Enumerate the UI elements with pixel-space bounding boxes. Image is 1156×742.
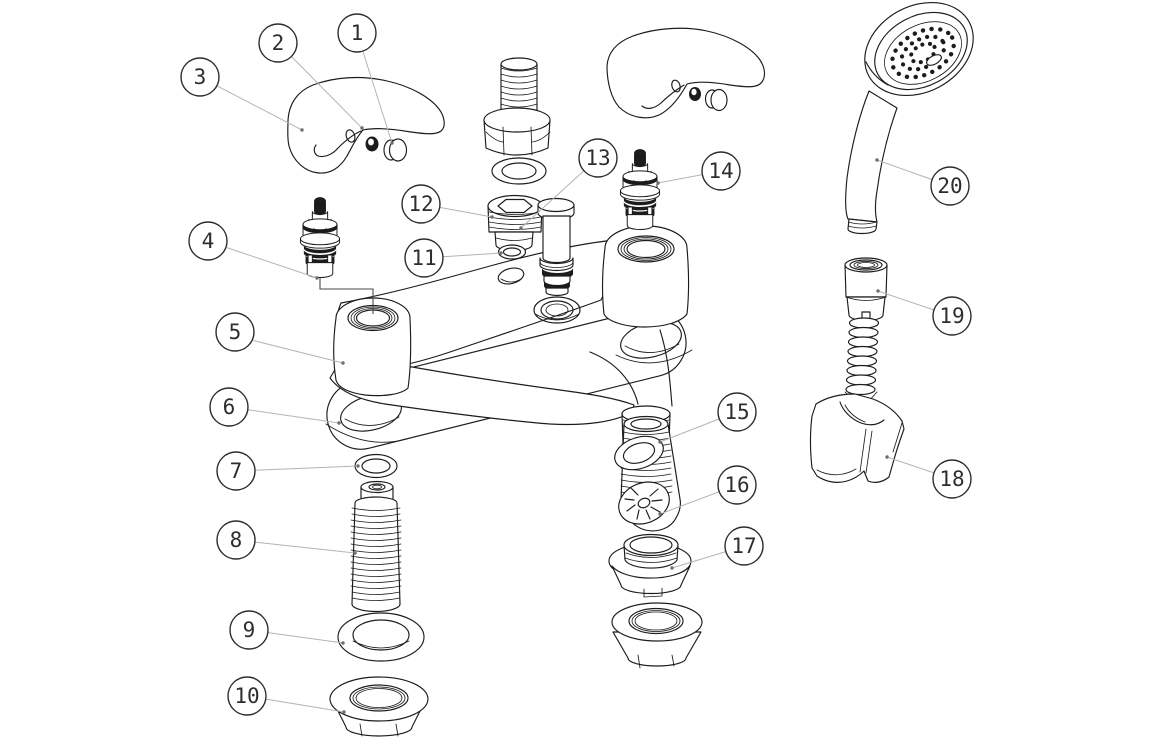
callout-1-label: 1 bbox=[351, 21, 364, 45]
callout-15: 15 bbox=[717, 392, 757, 432]
callout-14: 14 bbox=[701, 151, 741, 191]
callouts: 1 2 3 4 5 6 7 8 9 10 11 12 13 14 15 16 1… bbox=[180, 13, 972, 716]
callout-6: 6 bbox=[209, 387, 249, 427]
callout-19-label: 19 bbox=[939, 304, 964, 328]
callout-9: 9 bbox=[229, 610, 269, 650]
callout-10: 10 bbox=[227, 676, 267, 716]
callout-5: 5 bbox=[215, 312, 255, 352]
outlet-backnut bbox=[611, 602, 703, 669]
hex-socket-plug bbox=[487, 194, 543, 252]
callout-3-label: 3 bbox=[194, 65, 207, 89]
handle-cap-right bbox=[704, 88, 728, 112]
callout-9-label: 9 bbox=[243, 618, 256, 642]
handle-grub-screw-left bbox=[365, 136, 379, 152]
callout-13-label: 13 bbox=[585, 146, 610, 170]
shower-handset bbox=[845, 1, 974, 235]
shower-outlet-stud bbox=[483, 57, 551, 156]
callout-12: 12 bbox=[401, 184, 441, 224]
callout-4: 4 bbox=[188, 221, 228, 261]
left-handle bbox=[287, 76, 445, 174]
wall-bracket bbox=[809, 393, 905, 483]
callout-19: 19 bbox=[932, 296, 972, 336]
stud-washer bbox=[491, 157, 547, 185]
valve-cartridge-left bbox=[299, 196, 341, 278]
callout-15-label: 15 bbox=[724, 400, 749, 424]
callout-7-label: 7 bbox=[230, 459, 243, 483]
callout-14-label: 14 bbox=[708, 159, 733, 183]
callout-3: 3 bbox=[180, 57, 220, 97]
callout-12-label: 12 bbox=[408, 192, 433, 216]
callout-11-label: 11 bbox=[411, 246, 436, 270]
diverter-cartridge bbox=[537, 197, 575, 297]
flat-washer bbox=[337, 612, 425, 662]
inlet-tail bbox=[350, 480, 402, 613]
callout-8: 8 bbox=[216, 520, 256, 560]
callout-17-label: 17 bbox=[731, 534, 756, 558]
callout-18-label: 18 bbox=[939, 467, 964, 491]
callout-6-label: 6 bbox=[223, 395, 236, 419]
callout-16-label: 16 bbox=[724, 473, 749, 497]
callout-8-label: 8 bbox=[230, 528, 243, 552]
callout-16: 16 bbox=[717, 465, 757, 505]
callout-1: 1 bbox=[337, 13, 377, 53]
leader-lines bbox=[216, 50, 935, 714]
callout-2: 2 bbox=[258, 23, 298, 63]
callout-13: 13 bbox=[578, 138, 618, 178]
small-o-ring bbox=[497, 244, 527, 260]
tail-o-ring bbox=[354, 453, 398, 479]
callout-10-label: 10 bbox=[234, 684, 259, 708]
callout-5-label: 5 bbox=[229, 320, 242, 344]
callout-18: 18 bbox=[932, 459, 972, 499]
callout-20: 20 bbox=[930, 166, 970, 206]
callout-17: 17 bbox=[724, 526, 764, 566]
outlet-slip-washer bbox=[614, 435, 664, 471]
callout-4-label: 4 bbox=[202, 229, 215, 253]
valve-cartridge-right bbox=[619, 148, 661, 230]
right-handle bbox=[606, 27, 766, 119]
backnut bbox=[329, 676, 429, 737]
shower-hose bbox=[844, 257, 888, 404]
handle-grub-screw-right bbox=[689, 87, 701, 101]
cartridge-locating-line bbox=[319, 277, 374, 314]
callout-20-label: 20 bbox=[937, 174, 962, 198]
handle-cap-left bbox=[383, 138, 408, 162]
tap-body bbox=[329, 225, 690, 452]
callout-2-label: 2 bbox=[272, 31, 285, 55]
callout-11: 11 bbox=[404, 238, 444, 278]
outlet-flange-shroud bbox=[608, 533, 692, 598]
callout-7: 7 bbox=[216, 451, 256, 491]
